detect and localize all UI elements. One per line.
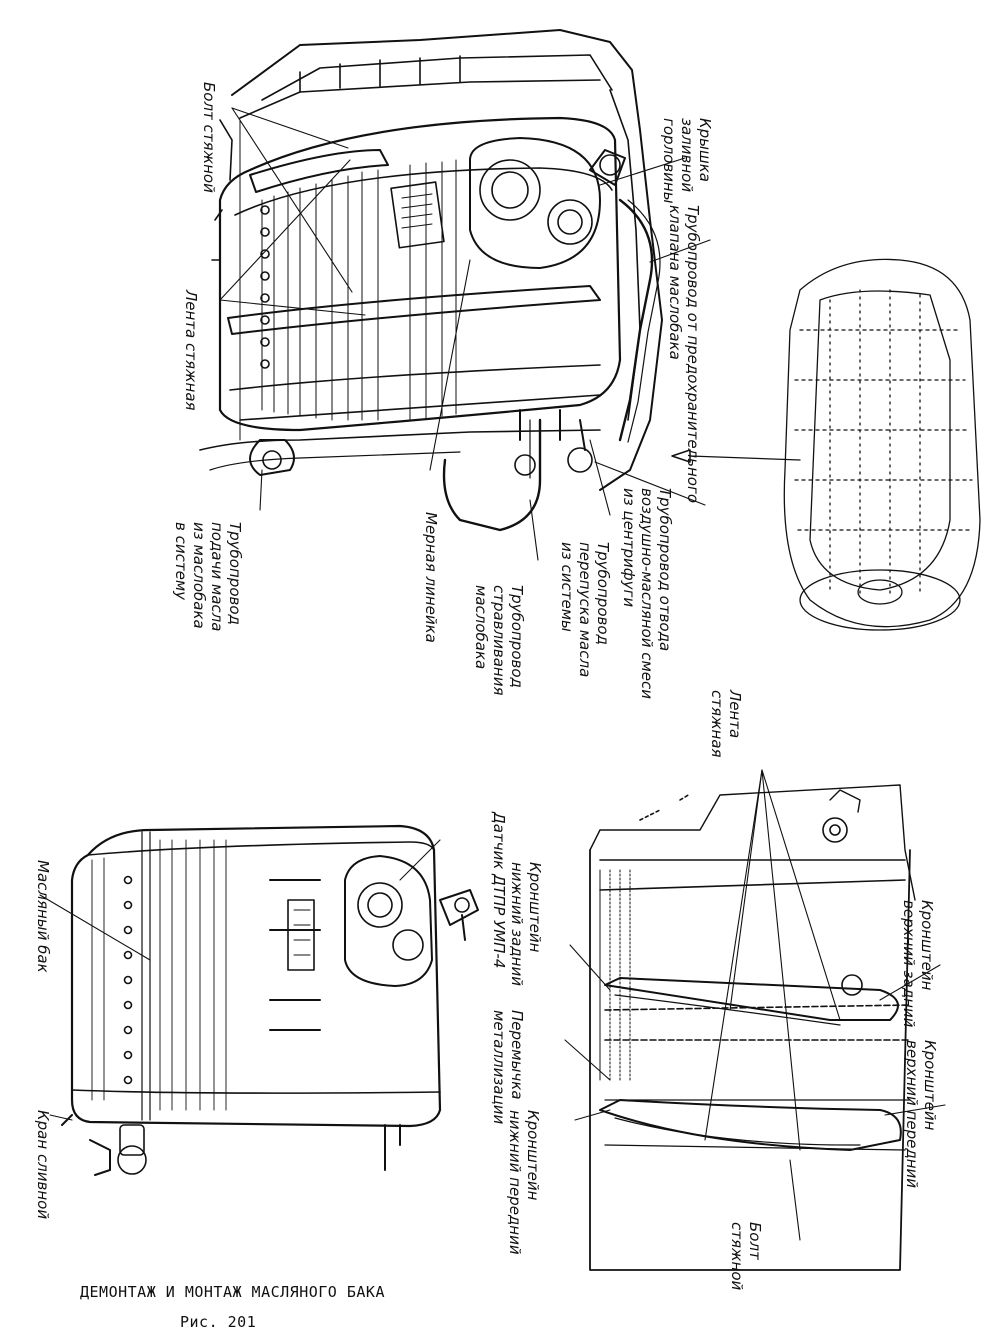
rivet-row [260, 205, 270, 369]
engine-sketch [671, 258, 981, 631]
leader-lines-bottom-left [39, 839, 441, 1121]
label-strap-top: Лента стяжная [182, 290, 200, 411]
oil-tank-drawing [61, 824, 479, 1176]
label-dipstick: Мерная линейка [422, 512, 440, 643]
rivet-row [123, 875, 133, 1085]
label-drain-valve: Кран сливной [34, 1110, 52, 1220]
mounting-brackets-drawing [589, 784, 916, 1271]
figure-title: ДЕМОНТАЖ И МОНТАЖ МАСЛЯНОГО БАКА [80, 1283, 385, 1301]
leader-lines-bottom-right [564, 769, 946, 1241]
installed-tank-drawing [199, 29, 663, 532]
label-oil-tank: Масляный бак [34, 860, 52, 973]
leader-lines-top [219, 107, 711, 561]
label-bolt-top: Болт стяжной [200, 82, 218, 193]
figure-number: Рис. 201 [180, 1313, 257, 1331]
